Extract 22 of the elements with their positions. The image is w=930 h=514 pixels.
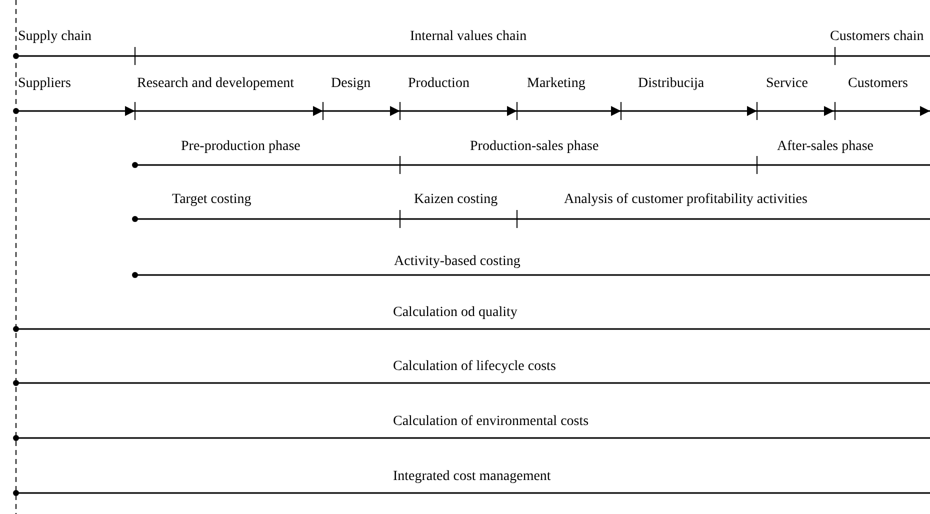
timeline-label: Design [331, 75, 371, 93]
timeline-label: Integrated cost management [393, 468, 551, 486]
timeline-label: Internal values chain [410, 28, 527, 46]
timeline-label: Production-sales phase [470, 138, 599, 156]
timeline-label: Research and developement [137, 75, 294, 93]
timeline-label: Activity-based costing [394, 253, 520, 271]
timeline-label: Calculation of lifecycle costs [393, 358, 556, 376]
timeline-label: Analysis of customer profitability activities [564, 191, 808, 209]
timeline-label: Calculation of environmental costs [393, 413, 589, 431]
timeline-label: Supply chain [18, 28, 92, 46]
timeline-label: Customers chain [830, 28, 924, 46]
timeline-label: Production [408, 75, 470, 93]
timeline-label: Pre-production phase [181, 138, 300, 156]
timeline-label: Customers [848, 75, 908, 93]
timeline-label: Suppliers [18, 75, 71, 93]
timeline-label: Target costing [172, 191, 252, 209]
timeline-label: Service [766, 75, 808, 93]
timeline-label: Kaizen costing [414, 191, 498, 209]
timeline-label: After-sales phase [777, 138, 874, 156]
timeline-label: Marketing [527, 75, 586, 93]
timeline-label: Distribucija [638, 75, 704, 93]
timeline-label: Calculation od quality [393, 304, 518, 322]
